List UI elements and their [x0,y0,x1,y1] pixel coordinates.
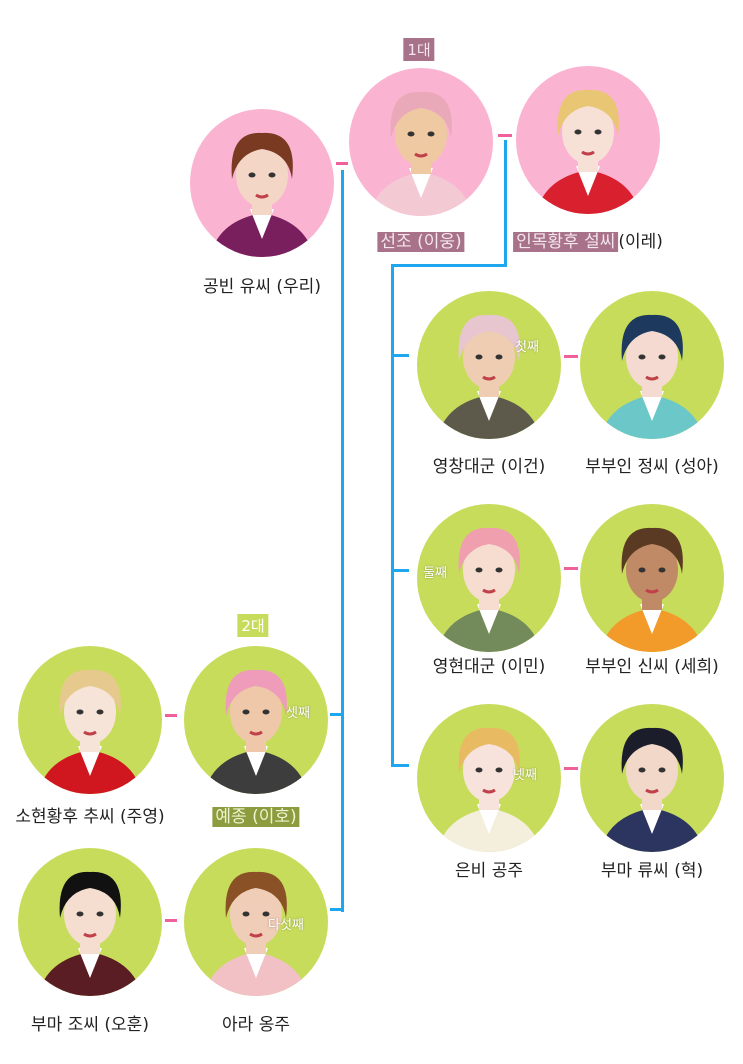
branch-eunbi [391,764,409,767]
branch-yeongchang [391,354,409,357]
name-label-seonjo: 선조 (이웅) [377,227,465,252]
name-highlight: 인목황후 설씨 [513,232,619,252]
name-text: 아라 옹주 [222,1015,290,1035]
avatar-illustration [580,504,724,652]
portrait-gongbin [190,109,334,257]
avatar-illustration [580,291,724,439]
name-label-sohyeon: 소현황후 추씨 (주영) [15,802,164,827]
generation-2-badge: 2대 [237,614,269,637]
branch-yejong [330,713,344,716]
name-text: 부마 조씨 (오훈) [31,1015,149,1035]
branch-yeonghyeon [391,569,409,572]
avatar-illustration [349,68,493,216]
avatar-illustration [190,109,334,257]
avatar-illustration [184,646,328,794]
name-text: 영현대군 (이민) [432,657,546,677]
avatar-illustration [18,848,162,996]
birth-order-label: 넷째 [513,768,537,783]
avatar-illustration [184,848,328,996]
name-text: 은비 공주 [455,861,523,881]
avatar-illustration [417,291,561,439]
portrait-yejong: 셋째 [184,646,328,794]
descent-line-horizontal [391,264,507,267]
portrait-ara: 다섯째 [184,848,328,996]
name-label-shin: 부부인 신씨 (세희) [585,652,719,677]
name-text: 소현황후 추씨 (주영) [15,807,165,827]
birth-order-label: 첫째 [515,340,539,355]
spouse-link-inmok [498,134,512,137]
spouse-link-jeong [564,355,578,358]
portrait-eunbi: 넷째 [417,704,561,852]
name-text: 부부인 정씨 (성아) [585,457,719,477]
name-text: 영창대군 (이건) [432,457,546,477]
spouse-link-jo [165,919,177,922]
spouse-link-gongbin [336,162,348,165]
portrait-yeongchang: 첫째 [417,291,561,439]
portrait-jo [18,848,162,996]
name-label-eunbi: 은비 공주 [455,856,523,881]
name-text: 부부인 신씨 (세희) [585,657,719,677]
birth-order-label: 셋째 [286,706,310,721]
name-text: 예종 (이호) [212,807,300,827]
generation-1-badge: 1대 [403,38,435,61]
name-label-jo: 부마 조씨 (오훈) [31,1010,149,1035]
name-label-yeongchang: 영창대군 (이건) [433,452,546,477]
avatar-illustration [18,646,162,794]
avatar-illustration [417,504,561,652]
spouse-link-sohyeon [165,714,177,717]
name-label-inmok: 인목황후 설씨(이레) [513,227,663,252]
portrait-ryu [580,704,724,852]
portrait-seonjo [349,68,493,216]
descent-line-children [391,264,394,767]
branch-ara [330,908,344,911]
name-text: 선조 (이웅) [377,232,465,252]
portrait-shin [580,504,724,652]
avatar-illustration [516,66,660,214]
name-label-ryu: 부마 류씨 (혁) [601,856,703,881]
name-rest: (이레) [618,232,663,252]
spouse-link-shin [564,567,578,570]
name-label-ara: 아라 옹주 [222,1010,290,1035]
name-label-yejong: 예종 (이호) [212,802,300,827]
avatar-illustration [417,704,561,852]
birth-order-label: 다섯째 [268,918,304,933]
portrait-sohyeon [18,646,162,794]
name-label-jeong: 부부인 정씨 (성아) [585,452,719,477]
name-text: 부마 류씨 (혁) [600,861,704,881]
name-label-gongbin: 공빈 유씨 (우리) [203,272,321,297]
descent-line-inmok [504,140,507,267]
birth-order-label: 둘째 [423,566,447,581]
spouse-link-ryu [564,767,578,770]
avatar-illustration [580,704,724,852]
name-text: 공빈 유씨 (우리) [203,277,321,297]
portrait-yeonghyeon: 둘째 [417,504,561,652]
portrait-inmok [516,66,660,214]
descent-line-main [341,170,344,912]
name-label-yeonghyeon: 영현대군 (이민) [433,652,546,677]
portrait-jeong [580,291,724,439]
